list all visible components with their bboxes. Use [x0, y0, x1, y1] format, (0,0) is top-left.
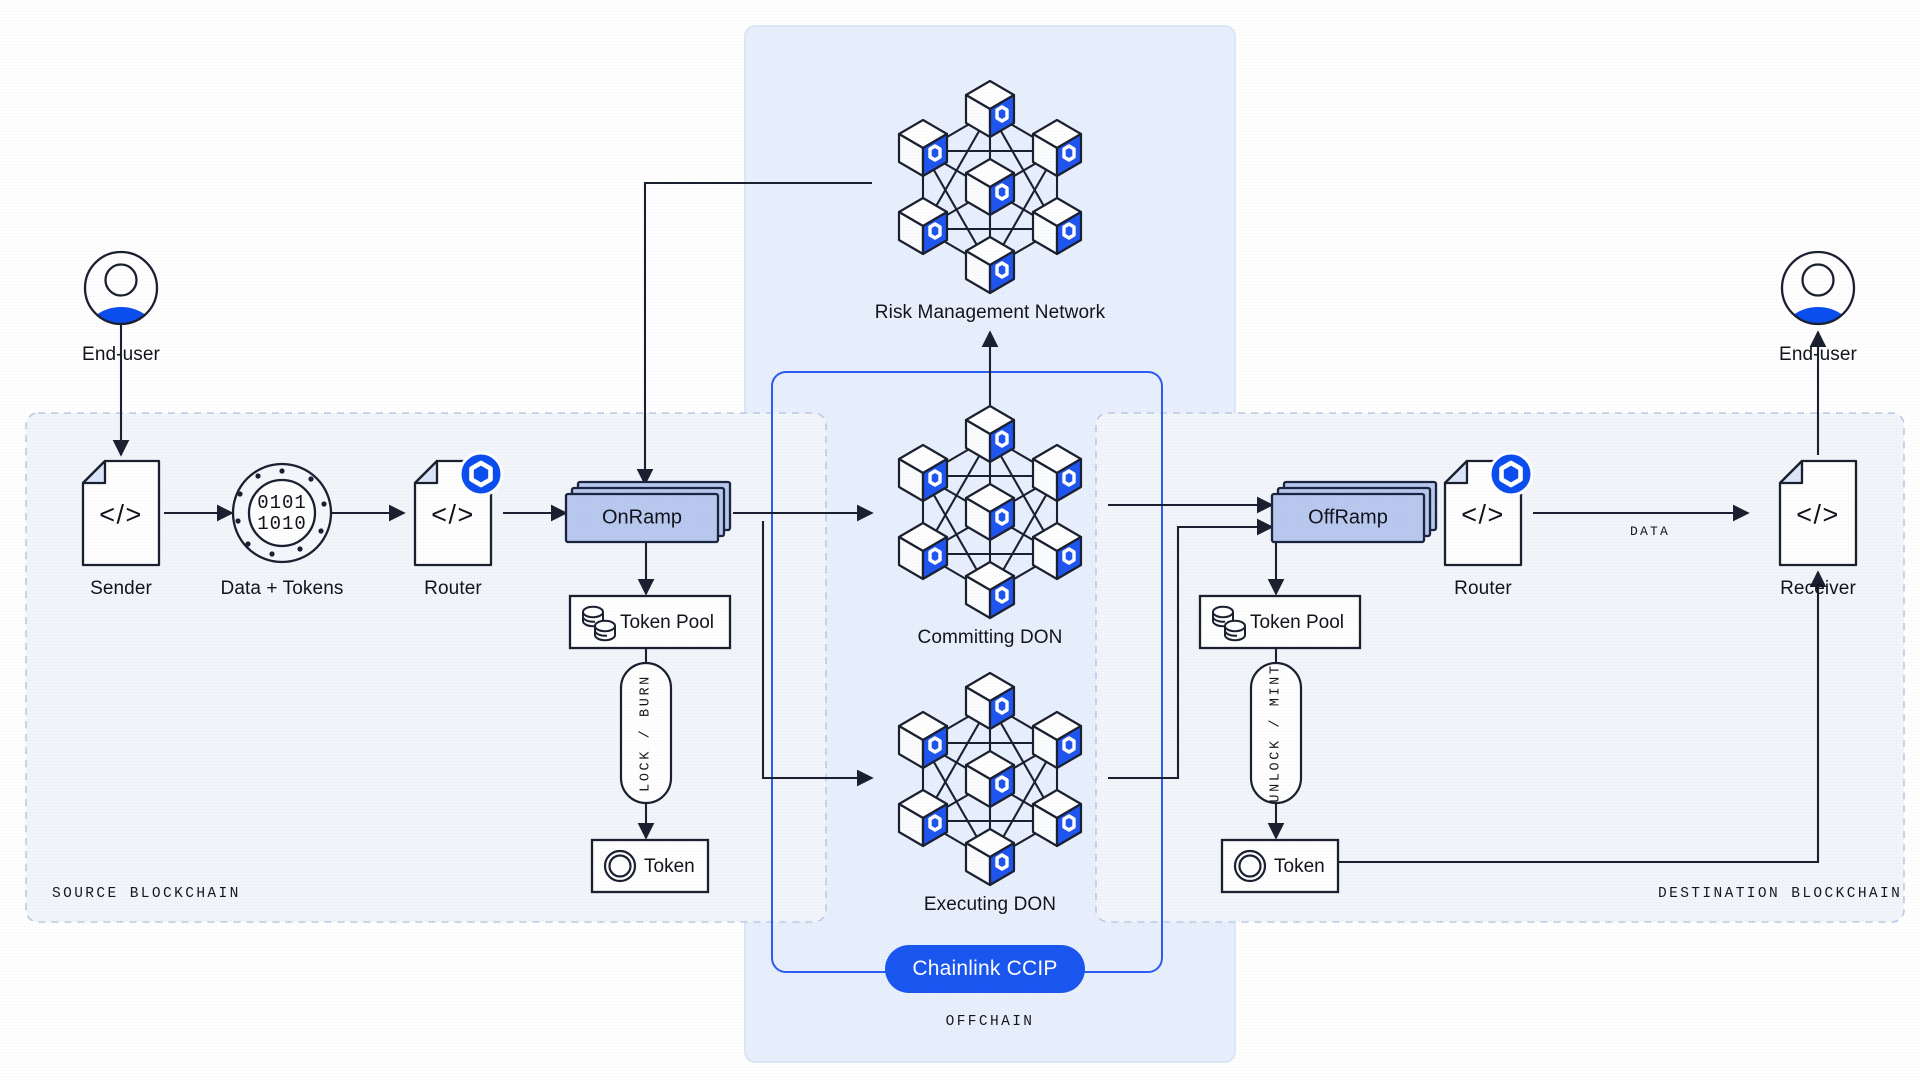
source-end-user-label: End-user	[82, 344, 160, 365]
dest-token-box	[1220, 838, 1340, 894]
dest-token-pool-label: Token Pool	[1250, 612, 1345, 633]
dest-token-pool-box	[1198, 594, 1362, 650]
lock-burn-label: LOCK / BURN	[638, 674, 654, 792]
source-blockchain-label: SOURCE BLOCKCHAIN	[52, 886, 241, 902]
receiver-label: Receiver	[1780, 578, 1856, 599]
offchain-label: OFFCHAIN	[945, 1014, 1035, 1030]
edge-rmn-to-onramp	[636, 181, 872, 486]
destination-blockchain-label: DESTINATION BLOCKCHAIN	[1658, 886, 1903, 902]
executing-don-label: Executing DON	[923, 894, 1057, 915]
source-token-label: Token	[644, 856, 695, 877]
unlock-mint-label: UNLOCK / MINT	[1268, 663, 1284, 803]
offramp-label: OffRamp	[1308, 506, 1388, 529]
data-tokens-binary-line2: 1010	[257, 513, 307, 535]
onramp-box[interactable]	[564, 480, 732, 544]
data-tokens-binary-line1: 0101	[257, 492, 307, 514]
source-token-box	[590, 838, 710, 894]
edge-onramp-to-executing-don	[761, 521, 874, 787]
source-end-user-avatar	[85, 252, 157, 359]
chainlink-ccip-pill[interactable]	[885, 945, 1085, 993]
receiver-code-glyph: </>	[1796, 499, 1840, 530]
risk-management-network-label: Risk Management Network	[874, 302, 1106, 323]
unlock-mint-capsule	[1249, 661, 1303, 805]
data-tokens-label: Data + Tokens	[220, 578, 344, 599]
dest-end-user-label: End-user	[1779, 344, 1857, 365]
committing-don-label: Committing DON	[917, 627, 1063, 648]
source-router-label: Router	[424, 578, 482, 599]
lock-burn-capsule	[619, 661, 673, 805]
source-token-pool-label: Token Pool	[620, 612, 715, 633]
data-tokens-disc-icon	[231, 462, 333, 564]
dest-router-code-glyph: </>	[1461, 499, 1505, 530]
onramp-label: OnRamp	[601, 506, 683, 529]
source-token-pool-box	[568, 594, 732, 650]
sender-code-glyph: </>	[99, 499, 143, 530]
source-router-code-glyph: </>	[431, 499, 475, 530]
offramp-box[interactable]	[1270, 480, 1438, 544]
dest-router-label: Router	[1454, 578, 1512, 599]
data-edge-label: DATA	[1630, 524, 1671, 539]
edge-executing-don-to-offramp	[1108, 518, 1274, 780]
edge-dest-token-to-receiver	[1322, 570, 1827, 864]
dest-end-user-avatar	[1782, 252, 1854, 359]
dest-token-label: Token	[1274, 856, 1325, 877]
chainlink-ccip-label: Chainlink CCIP	[912, 957, 1058, 980]
sender-label: Sender	[90, 578, 152, 599]
